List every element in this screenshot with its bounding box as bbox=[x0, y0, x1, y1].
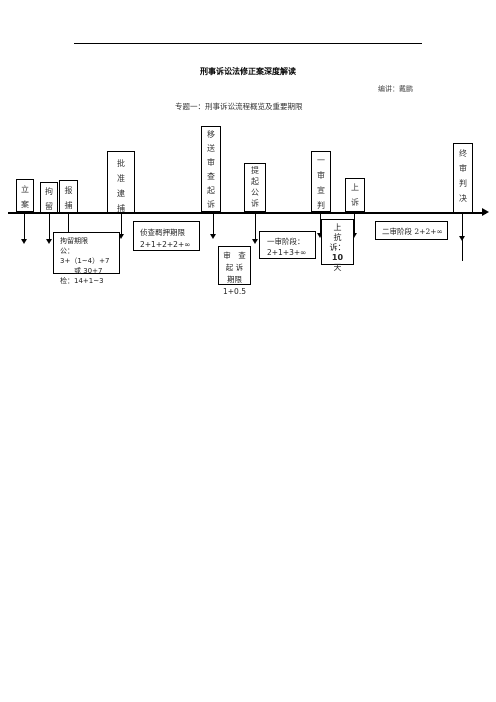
arrowhead-tiqi bbox=[252, 239, 258, 244]
stage-zhongshen-panjue: 终审 判决 bbox=[453, 143, 473, 213]
investigation-custody-box: 侦查羁押期限 2+1+2+2+∞ bbox=[133, 221, 200, 251]
stage-yishen-xuanpan: 一审 宣判 bbox=[311, 151, 331, 212]
editor-credit: 编讲：戴鹏 bbox=[378, 85, 413, 93]
connector-pizhun bbox=[121, 213, 122, 237]
appeal-period-box: 上 抗 诉： 10 天 bbox=[321, 219, 354, 272]
connector-lian bbox=[24, 213, 25, 240]
stage-lian: 立案 bbox=[16, 179, 34, 212]
arrowhead-pizhun bbox=[118, 234, 124, 239]
arrowhead-yisong bbox=[210, 234, 216, 239]
stage-yisong-shencha-qisu: 移送 审查 起诉 bbox=[201, 126, 221, 212]
connector-juliu bbox=[49, 213, 50, 240]
arrowhead-yishen bbox=[317, 233, 323, 238]
header-rule bbox=[74, 43, 422, 44]
second-instance-box: 二审阶段 2+2+∞ bbox=[375, 221, 448, 240]
timeline-arrowhead bbox=[482, 208, 489, 216]
arrowhead-juliu bbox=[46, 239, 52, 244]
connector-baobu bbox=[68, 213, 69, 240]
connector-yishen bbox=[320, 213, 321, 235]
stage-baobu: 报捕 bbox=[59, 180, 78, 213]
review-prosecution-box: 审 查 起 诉 期限 1+0.5 bbox=[218, 246, 251, 296]
stage-tiqi-gongsu: 提起 公诉 bbox=[244, 163, 266, 212]
arrowhead-lian bbox=[21, 239, 27, 244]
first-instance-box: 一审阶段： 2+1+3+∞ bbox=[259, 231, 316, 259]
arrowhead-zhongshen bbox=[459, 236, 465, 241]
stage-pizhun-daibu: 批准 逮捕 bbox=[107, 151, 135, 213]
connector-yisong bbox=[213, 213, 214, 237]
document-title: 刑事诉讼法修正案深度解读 bbox=[200, 67, 296, 76]
connector-tiqi bbox=[255, 213, 256, 240]
stage-juliu: 拘留 bbox=[40, 182, 58, 213]
timeline-axis bbox=[8, 212, 486, 214]
stage-shangsu: 上诉 bbox=[345, 178, 365, 212]
arrowhead-shangsu bbox=[351, 233, 357, 238]
connector-shangsu bbox=[354, 213, 355, 235]
detention-period-box: 拘留期限 公：3+（1~4）+7 或 30+7 检：14+1~3 bbox=[53, 232, 120, 285]
topic-heading: 专题一：刑事诉讼流程概览及重要期限 bbox=[175, 102, 303, 111]
